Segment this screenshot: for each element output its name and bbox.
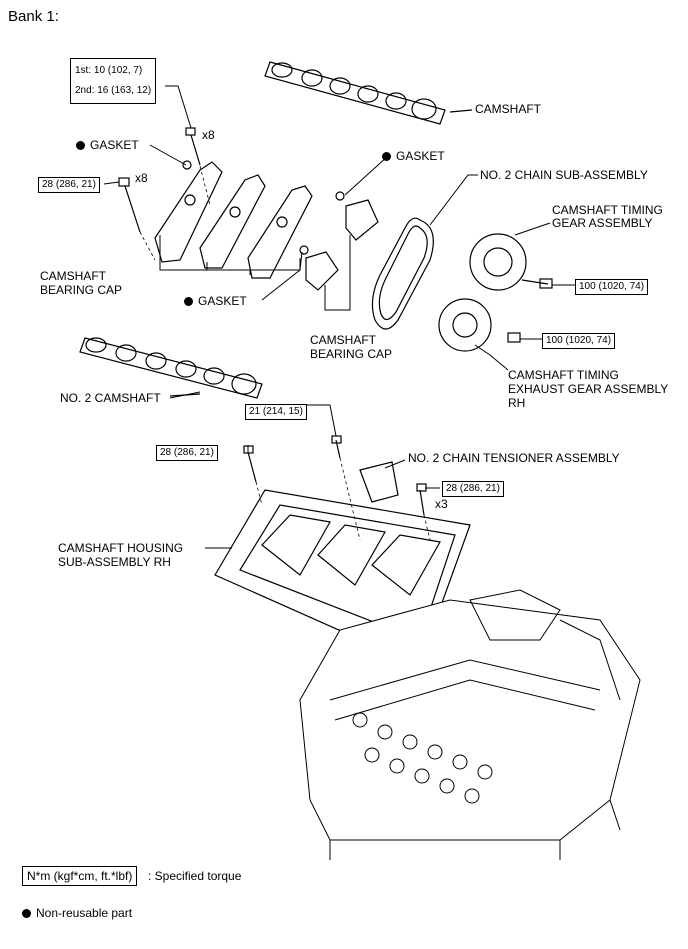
timing-gear-label-line2: GEAR ASSEMBLY xyxy=(552,216,653,230)
gasket-text: GASKET xyxy=(90,138,139,152)
bearing-cap-right-line2: BEARING CAP xyxy=(310,347,393,361)
timing-gear-drawing xyxy=(469,233,553,291)
legend-nonreusable: Non-reusable part xyxy=(22,906,132,920)
gasket-text: GASKET xyxy=(198,294,247,308)
bearing-cap-left-drawing xyxy=(154,161,313,279)
legend-torque-text: : Specified torque xyxy=(148,869,242,883)
count-x8-side: x8 xyxy=(135,171,148,185)
legend-nonreusable-text: Non-reusable part xyxy=(36,906,133,920)
nonreusable-icon xyxy=(76,141,85,150)
torque-box-exhaust-100: 100 (1020, 74) xyxy=(542,333,616,349)
timing-gear-label-line1: CAMSHAFT TIMING xyxy=(552,203,663,217)
torque-box-21: 21 (214, 15) xyxy=(245,404,307,420)
torque-box-right-28: 28 (286, 21) xyxy=(442,481,504,497)
camshaft-label: CAMSHAFT xyxy=(475,102,541,116)
exhaust-gear-line2: EXHAUST GEAR ASSEMBLY xyxy=(508,382,669,396)
no2-camshaft-label: NO. 2 CAMSHAFT xyxy=(60,391,161,405)
gasket-label-left: GASKET xyxy=(76,138,139,152)
gasket-text: GASKET xyxy=(396,149,445,163)
chain-drawing xyxy=(371,217,434,330)
housing-label-line1: CAMSHAFT HOUSING xyxy=(58,541,184,555)
exhaust-gear-drawing xyxy=(438,298,521,352)
torque-box-camshaft-cap: 1st: 10 (102, 7) 2nd: 16 (163, 12) xyxy=(70,58,157,104)
no2-chain-label: NO. 2 CHAIN SUB-ASSEMBLY xyxy=(480,168,648,182)
count-x3: x3 xyxy=(435,497,448,511)
count-x8-top: x8 xyxy=(202,128,215,142)
tensioner-label: NO. 2 CHAIN TENSIONER ASSEMBLY xyxy=(408,451,620,465)
torque-box-timing-100: 100 (1020, 74) xyxy=(575,279,649,295)
nonreusable-icon xyxy=(382,152,391,161)
nonreusable-icon xyxy=(184,297,193,306)
no2-camshaft-drawing xyxy=(79,337,263,399)
bearing-cap-left-line1: CAMSHAFT xyxy=(40,269,106,283)
camshaft-drawing xyxy=(264,61,473,125)
torque-second-step: 2nd: 16 (163, 12) xyxy=(75,85,152,96)
torque-box-housing-28: 28 (286, 21) xyxy=(156,445,218,461)
nonreusable-icon xyxy=(22,909,31,918)
gasket-label-top: GASKET xyxy=(382,149,445,163)
exhaust-gear-line1: CAMSHAFT TIMING xyxy=(508,368,619,382)
legend-torque-box: N*m (kgf*cm, ft.*lbf) xyxy=(22,866,138,886)
gasket-label-middle: GASKET xyxy=(184,294,247,308)
engine-block-drawing xyxy=(299,589,641,860)
page-title: Bank 1: xyxy=(8,8,59,25)
bearing-cap-left-line2: BEARING CAP xyxy=(40,283,123,297)
bearing-cap-right-line1: CAMSHAFT xyxy=(310,333,376,347)
housing-label-line2: SUB-ASSEMBLY RH xyxy=(58,555,171,569)
torque-box-left-28: 28 (286, 21) xyxy=(38,177,100,193)
exhaust-gear-line3: RH xyxy=(508,396,526,410)
torque-first-step: 1st: 10 (102, 7) xyxy=(75,65,143,76)
